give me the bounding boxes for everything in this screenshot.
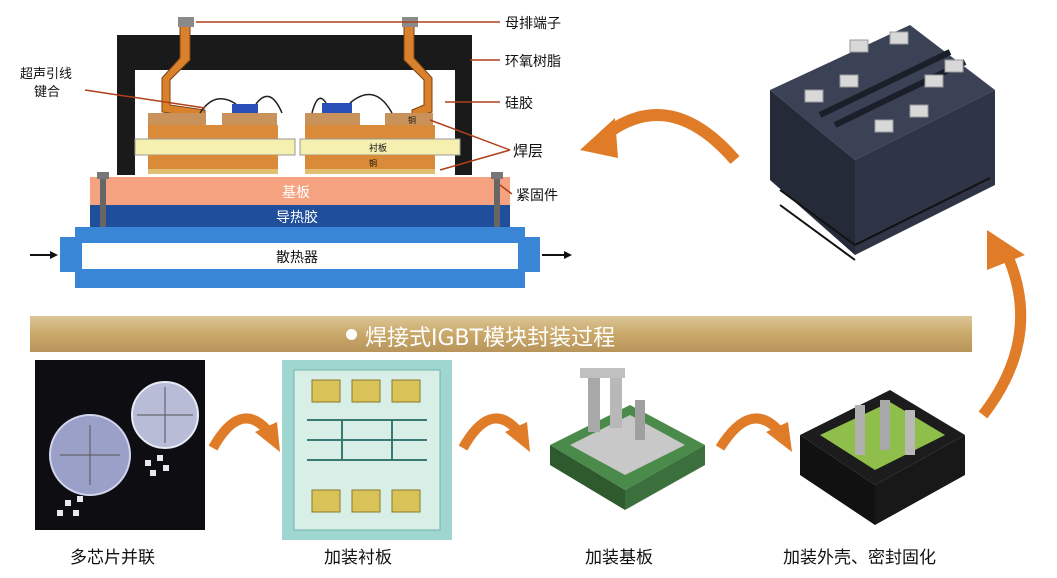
copper-lower-left [148,155,278,169]
label-copper-bottom: 铜 [369,158,377,168]
curved-arrow-to-diagram [580,109,740,164]
label-busbar-terminal: 母排端子 [505,16,561,32]
copper-upper-right-a [305,113,360,125]
step-caption-multichip: 多芯片并联 [70,548,155,568]
fastener-shaft-right [494,179,500,227]
bond-wire-3 [311,97,327,114]
copper-right [305,125,435,139]
callout-fastener [499,184,513,195]
finished-igbt-module-image [770,25,995,261]
heatsink-channel [82,243,518,269]
chip-right [322,103,352,113]
thermal-grease-layer [90,205,510,227]
curved-arrow-up-to-module [978,230,1027,419]
chip-left [232,104,258,113]
bullet-dot-icon [346,329,357,340]
label-heatsink: 散热器 [276,250,318,266]
arrow-head-icon [987,230,1025,270]
label-solder-layer: 焊层 [513,142,543,160]
arrow-head-icon [766,422,792,452]
bond-wire-1 [199,97,237,114]
label-substrate: 衬板 [369,142,387,154]
label-ultrasonic-bond-2: 键合 [34,85,60,100]
callout-bond [84,89,206,109]
callout-solder-2 [439,149,511,171]
fastener-head-right [491,172,503,179]
flow-out-arrow-icon [564,251,572,259]
step-baseplate-image [550,368,705,510]
step-caption-substrate: 加装衬板 [324,548,392,568]
label-baseplate: 基板 [282,184,310,201]
fastener-head-left [97,172,109,179]
process-banner [30,316,972,352]
arrow-head-icon [255,422,280,452]
step-caption-baseplate: 加装基板 [585,548,653,568]
fastener-shaft-left [100,179,106,227]
solder-strip-right [305,169,435,174]
arrow-head-icon [505,422,530,452]
copper-upper-right-b [385,113,433,125]
bond-wire-2 [255,95,283,114]
flow-in-arrow-icon [50,251,58,259]
label-ultrasonic-bond-1: 超声引线 [20,67,72,82]
step-arrow-2 [458,413,530,452]
arrow-head-icon [580,118,618,158]
solder-strip-left [148,169,278,174]
step-arrow-1 [208,413,280,452]
label-epoxy-resin: 环氧树脂 [505,54,561,70]
copper-upper-left-b [222,113,277,125]
label-thermal-grease: 导热胶 [276,209,318,226]
step-arrow-3 [715,413,792,452]
label-fastener: 紧固件 [516,188,558,204]
terminal-screw-left [178,17,194,27]
substrate-left [134,138,296,156]
label-copper-top: 铜 [408,115,416,125]
callout-solder-1 [429,119,511,151]
step-caption-housing: 加装外壳、密封固化 [783,548,936,568]
copper-lower-right [305,155,435,169]
step-housing-image [800,390,965,525]
bond-wire-4 [349,93,393,114]
igbt-cross-section-diagram: 母排端子 环氧树脂 硅胶 超声引线 键合 焊层 紧固件 基板 导热胶 散热器 衬… [20,16,572,288]
label-silicone-gel: 硅胶 [505,95,533,112]
banner-title: 焊接式IGBT模块封装过程 [365,326,616,351]
copper-left [148,125,278,139]
step-multichip-image [35,360,205,530]
copper-upper-left-a [148,113,206,125]
baseplate [90,177,510,205]
busbar-terminal-left [161,24,206,119]
step-substrate-image [282,360,452,540]
